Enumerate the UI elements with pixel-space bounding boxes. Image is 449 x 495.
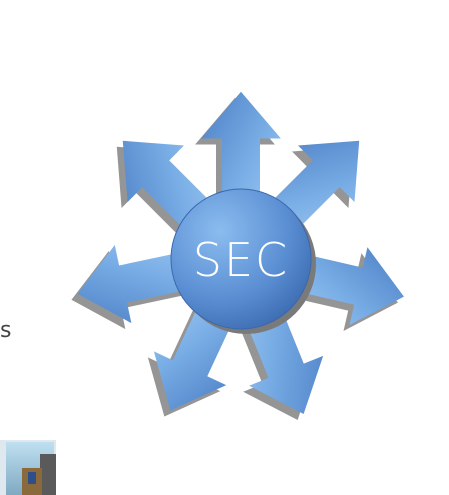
center-label: SEC [193, 233, 289, 287]
partial-side-text: s [0, 318, 12, 343]
arrow-up [195, 91, 281, 243]
center-circle: SEC [170, 188, 316, 334]
photo-thumbnail [0, 440, 56, 495]
